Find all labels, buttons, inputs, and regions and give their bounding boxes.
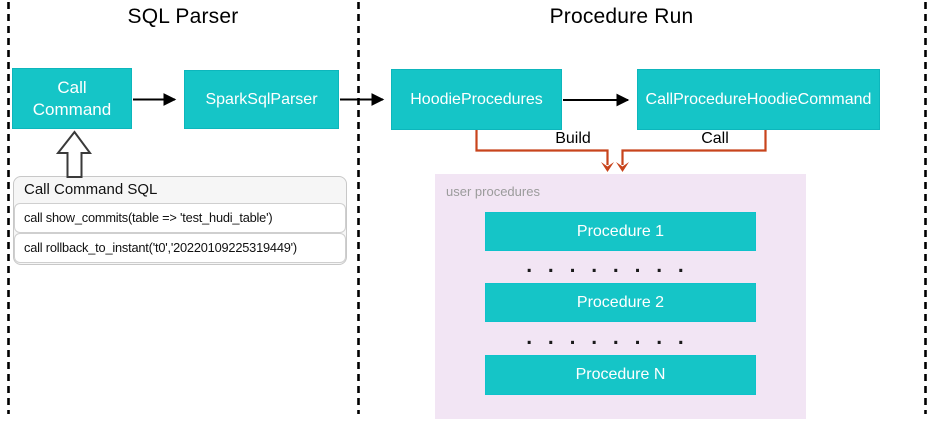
node-hoodie-procedures: HoodieProcedures [391,69,562,130]
node-spark-sql-parser: SparkSqlParser [184,70,339,129]
edge-label-call: Call [701,130,729,147]
node-call-procedure-hoodie-command: CallProcedureHoodieCommand [637,69,880,130]
arrowhead-call-icon [616,162,629,172]
sql-panel-title: Call Command SQL [24,181,158,198]
sql-statement-rollback-to-instant: call rollback_to_instant('t0','202201092… [14,233,346,263]
node-procedure-1: Procedure 1 [485,212,756,251]
sql-statement-show-commits: call show_commits(table => 'test_hudi_ta… [14,203,346,233]
node-procedure-2: Procedure 2 [485,283,756,322]
ellipsis-dots-2: . . . . . . . . [526,326,689,349]
user-procedures-panel: user procedures Procedure 1 . . . . . . … [435,174,806,419]
call-command-sql-panel: Call Command SQL call show_commits(table… [13,176,347,265]
edge-label-build: Build [555,130,591,147]
up-arrow-icon [55,130,92,178]
node-call-command: Call Command [12,68,132,129]
arrowhead-build-icon [601,162,614,172]
section-title-sql-parser: SQL Parser [127,5,239,28]
ellipsis-dots-1: . . . . . . . . [526,254,689,277]
node-procedure-n: Procedure N [485,355,756,395]
user-procedures-label: user procedures [446,184,540,199]
section-title-procedure-run: Procedure Run [549,5,694,28]
